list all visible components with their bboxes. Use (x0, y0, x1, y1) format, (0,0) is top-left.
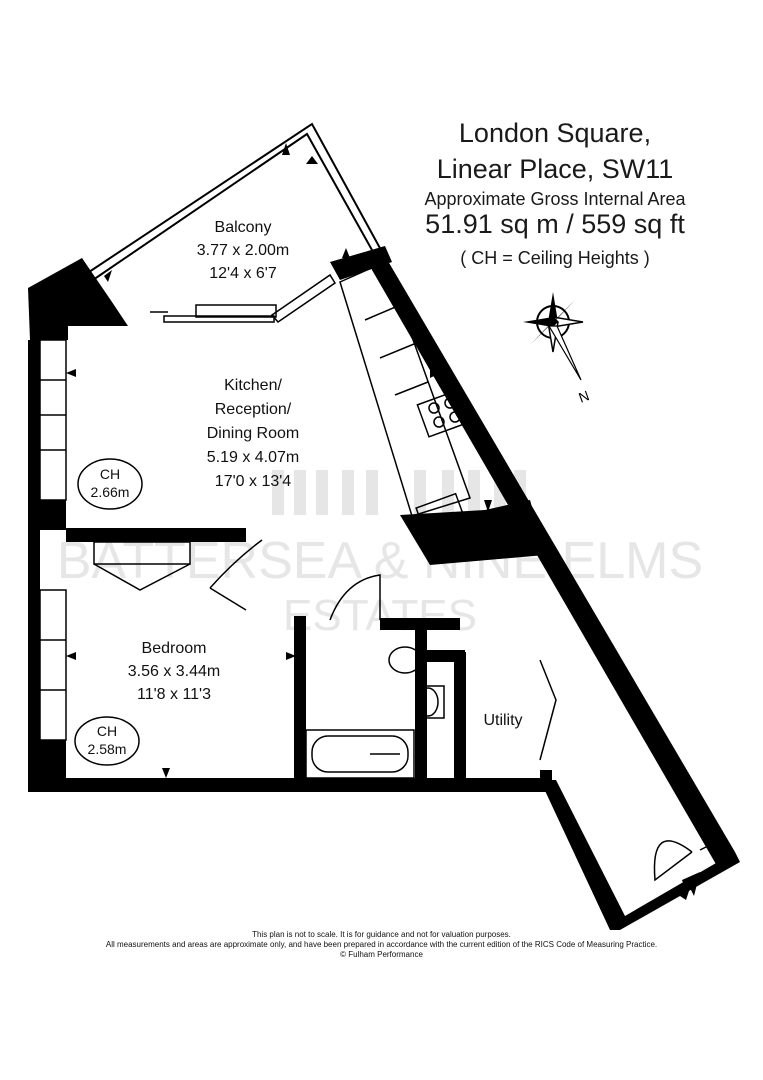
footer-line-1: This plan is not to scale. It is for gui… (252, 930, 511, 939)
kitchen-name-3: Dining Room (207, 425, 299, 442)
bedroom-name: Bedroom (142, 640, 207, 657)
utility-name: Utility (483, 712, 522, 729)
compass-icon: N (523, 292, 591, 406)
ch-kitchen-label: CH (100, 466, 120, 482)
kitchen-name-2: Reception/ (215, 401, 292, 418)
ch-kitchen-value: 2.66m (91, 484, 130, 500)
area-caption: Approximate Gross Internal Area (424, 189, 686, 209)
balcony-metric: 3.77 x 2.00m (197, 242, 290, 259)
kitchen-counter (339, 260, 471, 538)
watermark-logo-icon (272, 470, 526, 515)
room-labels: Balcony 3.77 x 2.00m 12'4 x 6'7 Kitchen/… (128, 219, 523, 729)
doors (209, 539, 721, 882)
area-value: 51.91 sq m / 559 sq ft (425, 209, 685, 239)
entrance-arrow-icon (680, 872, 700, 900)
kitchen-imperial: 17'0 x 13'4 (215, 473, 291, 490)
ch-bedroom: CH 2.58m (74, 716, 140, 766)
bedroom-imperial: 11'8 x 11'3 (137, 686, 211, 703)
wardrobe (93, 541, 191, 591)
dimension-ticks (66, 143, 492, 778)
balcony-imperial: 12'4 x 6'7 (209, 265, 277, 282)
left-windows (39, 339, 67, 741)
kitchen-metric: 5.19 x 4.07m (207, 449, 300, 466)
footer: This plan is not to scale. It is for gui… (0, 930, 763, 960)
ch-bedroom-label: CH (97, 723, 117, 739)
balcony-name: Balcony (215, 219, 272, 236)
ch-kitchen: CH 2.66m (77, 458, 143, 510)
bathroom-fixtures (305, 646, 445, 779)
footer-line-3: © Fulham Performance (340, 950, 423, 959)
title-line-1: London Square, (458, 118, 652, 148)
ch-bedroom-value: 2.58m (88, 741, 127, 757)
balcony-outline (82, 122, 382, 283)
bedroom-metric: 3.56 x 3.44m (128, 663, 221, 680)
title-line-2: Linear Place, SW11 (436, 154, 674, 184)
footer-line-2: All measurements and areas are approxima… (105, 940, 658, 949)
ceiling-note: ( CH = Ceiling Heights ) (460, 248, 650, 268)
compass-north-label: N (576, 388, 591, 406)
kitchen-name-1: Kitchen/ (224, 377, 282, 394)
balcony-door (150, 273, 337, 323)
